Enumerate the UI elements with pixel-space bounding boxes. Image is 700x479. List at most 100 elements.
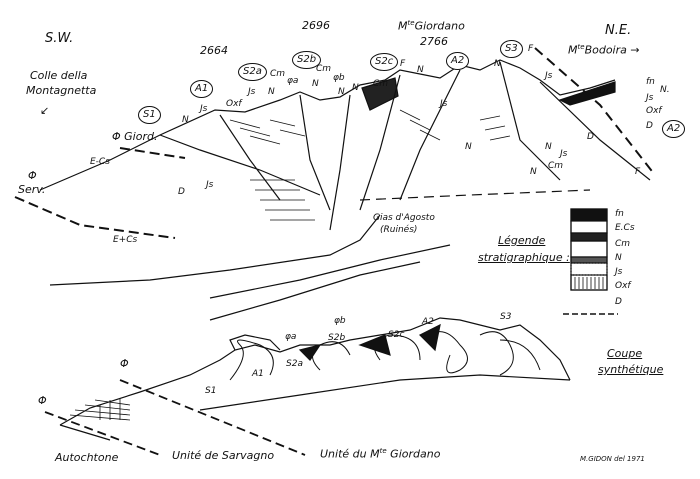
label-n: N xyxy=(465,142,472,152)
legend-title-1: Légende xyxy=(498,234,546,247)
label-d: D xyxy=(178,187,185,197)
label-s2a: S2a xyxy=(238,63,267,81)
label-js: Js xyxy=(248,87,256,97)
label-s1: S1 xyxy=(138,106,161,124)
unit-autochtone: Autochtone xyxy=(55,451,119,464)
orientation-ne: N.E. xyxy=(605,23,632,38)
label-a2-right: A2 xyxy=(662,120,686,138)
e-plus-cs-label: E+Cs xyxy=(113,235,138,245)
legend-unit-cm: Cm xyxy=(615,239,631,249)
legend-unit-d: D xyxy=(615,297,622,307)
section-label-a2: A2 xyxy=(422,317,434,327)
label-s2b: S2b xyxy=(292,51,322,69)
label-js: Js xyxy=(545,71,553,81)
peak-2664: 2664 xyxy=(200,44,228,57)
label-js: Js xyxy=(646,93,654,103)
label-js: Js xyxy=(560,149,568,159)
label-n: N. xyxy=(660,85,670,95)
label-cm: Cm xyxy=(270,69,286,79)
label-n: N xyxy=(352,83,359,93)
label-phi-b: φb xyxy=(333,73,345,83)
label-s2c: S2c xyxy=(370,53,399,71)
label-js: Js xyxy=(440,99,448,109)
colle-label-2: Montagnetta xyxy=(26,84,97,97)
section-label-s2b: S2b xyxy=(328,333,346,343)
label-f: F xyxy=(400,59,406,69)
label-n: N xyxy=(530,167,537,177)
label-a1: A1 xyxy=(190,80,214,98)
orientation-sw: S.W. xyxy=(45,31,74,46)
legend-unit-fn: fn xyxy=(615,209,624,219)
label-n: N xyxy=(182,115,189,125)
dark-band-cm xyxy=(361,77,399,111)
legend-unit-oxf: Oxf xyxy=(615,281,631,291)
label-js: Js xyxy=(200,104,208,114)
label-fn: fn xyxy=(646,77,655,87)
signature: M.GIDON del 1971 xyxy=(580,455,645,463)
label-n: N xyxy=(417,65,424,75)
legend-unit-e-cs: E.Cs xyxy=(615,223,635,233)
label-cm: Cm xyxy=(373,79,389,89)
section-base xyxy=(199,374,571,411)
label-phi-a: φa xyxy=(287,76,299,86)
section-label-a1: A1 xyxy=(252,369,264,379)
legend-column xyxy=(563,208,618,315)
label-d: D xyxy=(587,132,594,142)
thrust-giord xyxy=(119,147,186,159)
gias-label-1: Gias d'Agosto xyxy=(373,213,435,223)
label-d: D xyxy=(646,121,653,131)
legend-title-2: stratigraphique : xyxy=(478,251,570,264)
unit-sarvagno: Unité de Sarvagno xyxy=(172,449,275,462)
panorama-skyline xyxy=(39,59,616,191)
label-n: N xyxy=(545,142,552,152)
phi-giord-label: Φ Giord. xyxy=(112,130,158,143)
section-label-s3: S3 xyxy=(500,312,512,322)
section-phi-sarvagno: Φ xyxy=(38,394,47,407)
label-n: N xyxy=(312,79,319,89)
peak-2696: 2696 xyxy=(302,19,330,32)
serv-label: Serv. xyxy=(18,183,46,196)
unit-giordano: Unité du Mte Giordano xyxy=(320,447,441,461)
section-profile xyxy=(59,317,571,441)
valley-floor xyxy=(49,214,451,321)
arrow-icon: ↙ xyxy=(40,104,50,117)
baseline-dashed xyxy=(359,189,591,201)
section-dark-wedges xyxy=(298,323,441,361)
legend-unit-js: Js xyxy=(615,267,623,277)
colle-label-1: Colle della xyxy=(30,69,88,82)
section-title-1: Coupe xyxy=(607,347,643,360)
peak-giordano-alt: 2766 xyxy=(420,35,448,48)
label-js: Js xyxy=(206,180,214,190)
section-label-s1: S1 xyxy=(205,386,217,396)
section-label-phi-a: φa xyxy=(285,332,297,342)
peak-bodoira: MteBodoira → xyxy=(568,43,640,57)
label-a2: A2 xyxy=(446,52,470,70)
label-f: F xyxy=(528,44,534,54)
gias-label-2: (Ruinés) xyxy=(380,225,418,235)
e-cs-label: E-Cs xyxy=(90,157,110,167)
label-oxf: Oxf xyxy=(226,99,242,109)
hatch-left xyxy=(229,109,511,221)
peak-giordano: MteGiordano xyxy=(398,19,465,33)
label-s3: S3 xyxy=(500,40,523,58)
section-label-phi-b: φb xyxy=(334,316,346,326)
fault-ne xyxy=(534,47,656,176)
label-cm: Cm xyxy=(548,161,564,171)
section-label-s2c: S2c xyxy=(388,330,405,340)
label-n: N xyxy=(494,59,501,69)
label-n: N xyxy=(268,87,275,97)
thrust-sarvagno xyxy=(44,411,161,456)
phi-serv-symbol: Φ xyxy=(28,169,37,182)
label-f: F xyxy=(635,167,641,177)
section-label-s2a: S2a xyxy=(286,359,303,369)
section-title-2: synthétique xyxy=(598,363,664,376)
slope-lines xyxy=(159,61,651,231)
legend-unit-n: N xyxy=(615,253,622,263)
section-phi-giordano: Φ xyxy=(120,357,129,370)
thrust-serv xyxy=(14,196,176,239)
label-cm: Cm xyxy=(316,64,332,74)
label-oxf: Oxf xyxy=(646,106,662,116)
thrust-giordano xyxy=(119,379,306,456)
